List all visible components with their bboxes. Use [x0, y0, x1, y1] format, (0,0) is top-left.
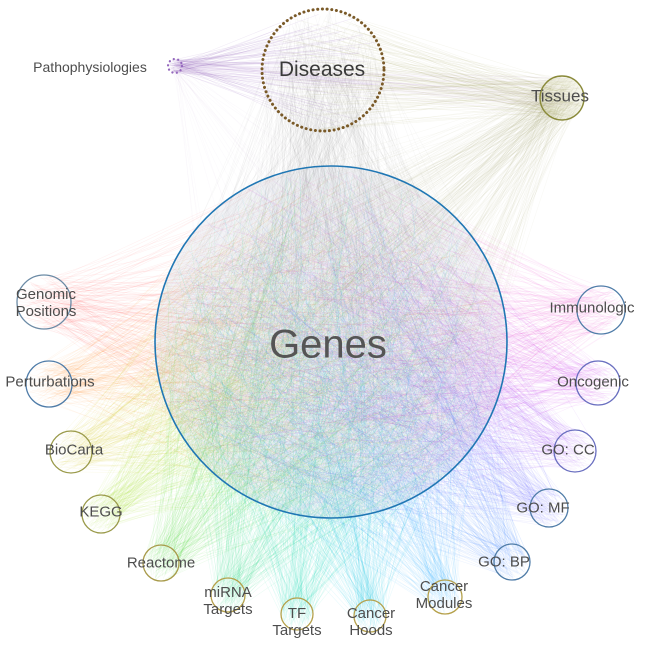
edge-bundle-go-bp-genes: [164, 172, 531, 580]
node-label-genes[interactable]: Genes: [269, 322, 387, 367]
edge-bundle-pathophysiologies-diseases: [168, 10, 379, 127]
node-label-cancer-hoods[interactable]: Cancer Hoods: [346, 605, 396, 639]
edge-bundle-immunologic-genes: [164, 171, 625, 503]
node-circle-genes[interactable]: [154, 165, 508, 519]
node-circle-immunologic[interactable]: [576, 285, 626, 335]
node-circle-reactome[interactable]: [142, 544, 180, 582]
node-label-pathophysiologies[interactable]: Pathophysiologies: [33, 59, 147, 76]
edge-bundle-tissues-genes: [158, 76, 585, 514]
node-circle-mirna-targets[interactable]: [210, 577, 246, 613]
node-circle-pathophysiologies[interactable]: [166, 57, 184, 75]
edge-bundle-go-mf-genes: [158, 189, 569, 527]
node-circle-go-bp[interactable]: [493, 543, 531, 581]
node-circle-diseases[interactable]: [260, 7, 386, 133]
edge-bundle-mirna-targets-genes: [166, 170, 502, 613]
node-circle-genomic-positions[interactable]: [16, 274, 72, 330]
node-label-tf-targets[interactable]: TF Targets: [272, 605, 322, 639]
edge-bundle-go-cc-genes: [171, 174, 597, 507]
edge-bundle-kegg-genes: [81, 175, 498, 533]
node-label-kegg[interactable]: KEGG: [79, 503, 123, 521]
node-circle-tissues[interactable]: [539, 75, 585, 121]
edge-bundle-cancer-hoods-genes: [159, 171, 498, 632]
node-circle-biocarta[interactable]: [49, 430, 93, 474]
node-circle-oncogenic[interactable]: [575, 360, 621, 406]
edge-bundle-genes-genes: [161, 169, 504, 518]
edge-bundle-pathophysiologies-tissues: [168, 58, 580, 120]
edge-bundle-perturbations-genes: [26, 177, 497, 502]
edge-bundle-biocarta-genes: [50, 173, 505, 505]
node-circle-tf-targets[interactable]: [280, 597, 314, 631]
node-label-go-cc[interactable]: GO: CC: [541, 441, 595, 459]
node-circle-cancer-hoods[interactable]: [353, 599, 387, 633]
node-label-reactome[interactable]: Reactome: [126, 554, 196, 572]
node-label-go-bp[interactable]: GO: BP: [478, 553, 530, 571]
node-label-oncogenic[interactable]: Oncogenic: [557, 373, 629, 391]
edge-bundle-reactome-genes: [144, 172, 506, 581]
node-label-tissues[interactable]: Tissues: [531, 86, 589, 106]
edge-bundle-oncogenic-genes: [161, 175, 620, 515]
node-label-cancer-modules[interactable]: Cancer Modules: [415, 578, 473, 612]
node-circle-perturbations[interactable]: [25, 360, 73, 408]
node-label-biocarta[interactable]: BioCarta: [44, 441, 104, 459]
node-circle-cancer-modules[interactable]: [427, 579, 463, 615]
node-label-mirna-targets[interactable]: miRNA Targets: [203, 584, 253, 618]
node-label-immunologic[interactable]: Immunologic: [549, 299, 635, 317]
edge-bundle-pathophysiologies-genes: [168, 58, 485, 512]
node-circle-go-cc[interactable]: [553, 429, 597, 473]
node-circle-kegg[interactable]: [81, 494, 121, 534]
edge-bundle-tf-targets-genes: [163, 174, 504, 629]
node-circle-go-mf[interactable]: [529, 488, 569, 528]
node-label-perturbations[interactable]: Perturbations: [5, 373, 95, 391]
edge-bundle-genomic-positions-genes: [17, 169, 497, 506]
node-label-diseases[interactable]: Diseases: [278, 58, 366, 82]
node-label-genomic-positions[interactable]: Genomic Positions: [15, 286, 77, 320]
node-label-go-mf[interactable]: GO: MF: [516, 499, 570, 517]
